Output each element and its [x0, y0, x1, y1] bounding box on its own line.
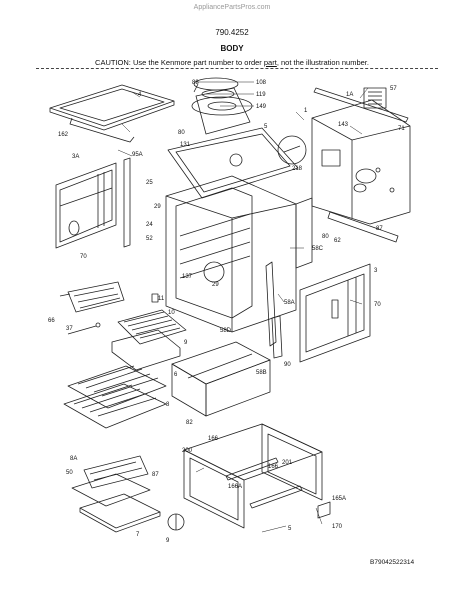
callout-165A: 165A — [332, 496, 346, 502]
sensor-detail-circle — [277, 135, 307, 165]
callout-9: 9 — [184, 340, 188, 346]
anti-tip-clip-part — [317, 501, 331, 519]
callout-108: 108 — [256, 80, 267, 86]
warming-drawer-part — [183, 423, 323, 529]
callout-29-top: 29 — [154, 204, 161, 210]
rear-duct-plate — [167, 127, 299, 199]
callout-80: 80 — [178, 130, 185, 136]
caution-text-end: , not the illustration number. — [276, 58, 369, 67]
callout-119: 119 — [256, 92, 266, 98]
callout-87-bottom: 87 — [152, 472, 159, 478]
broil-pan-part — [111, 309, 187, 371]
callout-29-bottom: 29 — [212, 282, 219, 288]
oven-bottom-panel — [71, 473, 151, 507]
callout-131: 131 — [180, 142, 191, 148]
callout-200: 200 — [182, 448, 193, 454]
callout-1A: 1A — [346, 92, 353, 98]
oven-rack-part — [67, 365, 167, 409]
lower-rail-part — [327, 211, 399, 243]
callout-88: 88 — [192, 80, 199, 86]
caution-note: CAUTION: Use the Kenmore part number to … — [0, 58, 464, 67]
callout-9-bottom: 9 — [166, 538, 170, 544]
callout-70-left: 70 — [80, 254, 87, 260]
caution-text-start: CAUTION: Use the Kenmore part number to … — [95, 58, 264, 67]
drawer-rail-part — [249, 485, 303, 509]
callout-11: 11 — [158, 296, 165, 302]
callout-58B: 58B — [256, 370, 267, 376]
site-watermark: AppliancePartsPros.com — [193, 4, 271, 11]
callout-143: 143 — [338, 122, 349, 128]
callout-166-mid: 166 — [268, 464, 279, 470]
right-side-panel-part — [299, 263, 371, 363]
oven-cavity-body — [165, 175, 297, 333]
leveling-leg-part — [167, 513, 185, 531]
callout-58D: 58D — [220, 328, 232, 334]
callout-1: 1 — [304, 108, 308, 114]
bracket-small-part — [151, 293, 159, 303]
callout-57: 57 — [390, 86, 397, 92]
callout-80-right: 80 — [322, 234, 329, 240]
callout-166-top: 166 — [208, 436, 219, 442]
callout-5: 5 — [264, 124, 268, 130]
callout-6: 6 — [174, 372, 178, 378]
vertical-trim-strip — [271, 315, 283, 359]
front-frame-strip — [265, 261, 277, 347]
callout-66: 66 — [48, 318, 55, 324]
callout-24: 24 — [146, 222, 153, 228]
broil-element-part — [59, 281, 125, 313]
callout-8: 8 — [166, 402, 170, 408]
side-bracket-part — [295, 197, 313, 269]
callout-170: 170 — [332, 524, 343, 530]
vent-grille-part — [363, 87, 387, 109]
callout-10: 10 — [168, 310, 175, 316]
top-panel-part — [49, 84, 175, 131]
callout-58C: 58C — [312, 246, 324, 252]
section-title: BODY — [220, 44, 244, 53]
diagram-number: 790.4252 — [215, 28, 249, 37]
callout-87: 87 — [376, 226, 383, 232]
callout-137: 137 — [182, 274, 193, 280]
oven-rack-part — [63, 383, 167, 429]
callout-37: 37 — [66, 326, 73, 332]
callout-52: 52 — [146, 236, 153, 242]
drawer-frame-part — [171, 341, 271, 417]
left-side-panel-part — [55, 162, 117, 249]
diagram-code: B79042522314 — [370, 559, 415, 566]
callout-95A: 95A — [132, 152, 143, 158]
meat-probe-part — [67, 322, 101, 335]
top-trim-strip — [313, 87, 409, 123]
callout-25: 25 — [146, 180, 153, 186]
callout-7: 7 — [136, 532, 140, 538]
callout-162: 162 — [58, 132, 69, 138]
caution-part-link[interactable]: part — [263, 58, 277, 67]
callout-218: 218 — [292, 166, 303, 172]
drawer-rail-part — [225, 457, 279, 481]
callout-58A: 58A — [284, 300, 295, 306]
callout-3: 3 — [374, 268, 378, 274]
leader-lines — [117, 81, 369, 533]
bake-element-part — [83, 455, 149, 489]
drawer-pan-part — [79, 493, 161, 533]
door-strip-part — [123, 157, 131, 248]
callout-71: 71 — [398, 126, 405, 132]
callout-8A: 8A — [70, 456, 77, 462]
callout-82: 82 — [186, 420, 193, 426]
callout-4: 4 — [138, 92, 142, 98]
callout-149: 149 — [256, 104, 267, 110]
callout-5-bottom: 5 — [288, 526, 292, 532]
callout-3A: 3A — [72, 154, 79, 160]
callout-166A: 166A — [228, 484, 242, 490]
header-rule — [36, 68, 438, 69]
callout-90: 90 — [284, 362, 291, 368]
callout-50: 50 — [66, 470, 73, 476]
callout-70-right: 70 — [374, 302, 381, 308]
trim-strip-part — [69, 117, 135, 143]
callout-62: 62 — [334, 238, 341, 244]
callout-201: 201 — [282, 460, 293, 466]
